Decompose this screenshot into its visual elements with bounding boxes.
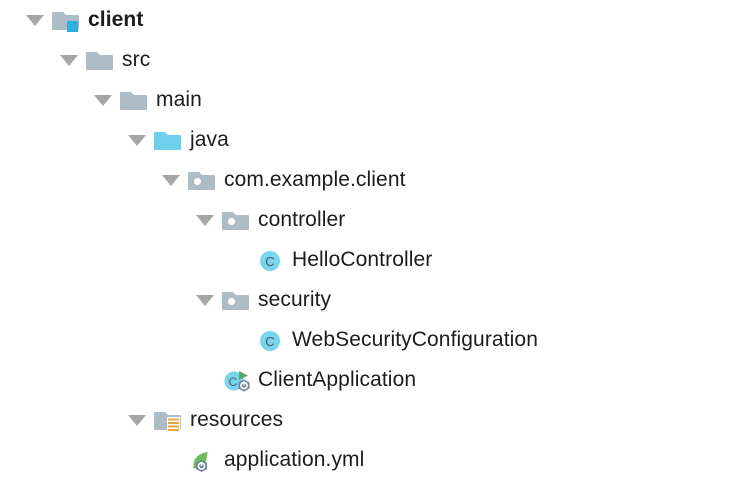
tree-node-label: resources <box>190 408 284 431</box>
tree-node-label: client <box>88 8 144 31</box>
tree-node-label: controller <box>258 208 346 231</box>
tree-node-java[interactable]: java <box>126 120 229 160</box>
spring-config-file-icon <box>188 447 218 473</box>
chevron-down-icon[interactable] <box>58 49 80 71</box>
module-folder-icon <box>52 7 82 33</box>
tree-node-com-example-client[interactable]: com.example.client <box>160 160 406 200</box>
source-folder-icon <box>154 127 184 153</box>
tree-node-resources[interactable]: resources <box>126 400 283 440</box>
tree-node-main[interactable]: main <box>92 80 202 120</box>
tree-node-label: ClientApplication <box>258 368 417 391</box>
tree-node-label: HelloController <box>292 248 433 271</box>
svg-text:C: C <box>265 334 274 349</box>
svg-text:C: C <box>265 254 274 269</box>
tree-node-src[interactable]: src <box>58 40 150 80</box>
chevron-placeholder <box>228 249 250 271</box>
tree-node-client[interactable]: client <box>24 0 143 40</box>
package-icon <box>222 207 252 233</box>
chevron-down-icon[interactable] <box>160 169 182 191</box>
package-icon <box>222 287 252 313</box>
tree-node-label: java <box>190 128 229 151</box>
chevron-down-icon[interactable] <box>92 89 114 111</box>
tree-node-application-yml[interactable]: application.yml <box>160 440 364 480</box>
tree-node-label: application.yml <box>224 448 365 471</box>
tree-node-label: com.example.client <box>224 168 406 191</box>
tree-node-label: WebSecurityConfiguration <box>292 328 538 351</box>
java-class-icon: C <box>256 247 286 273</box>
tree-node-controller[interactable]: controller <box>194 200 345 240</box>
tree-node-label: main <box>156 88 202 111</box>
tree-node-label: security <box>258 288 332 311</box>
resources-folder-icon <box>154 407 184 433</box>
svg-text:C: C <box>229 375 238 389</box>
folder-icon <box>120 87 150 113</box>
tree-node-label: src <box>122 48 151 71</box>
chevron-down-icon[interactable] <box>24 9 46 31</box>
chevron-down-icon[interactable] <box>194 289 216 311</box>
chevron-placeholder <box>228 329 250 351</box>
chevron-placeholder <box>194 369 216 391</box>
java-class-icon: C <box>256 327 286 353</box>
tree-node-security[interactable]: security <box>194 280 331 320</box>
tree-node-web-security-configuration[interactable]: C WebSecurityConfiguration <box>228 320 538 360</box>
package-icon <box>188 167 218 193</box>
chevron-down-icon[interactable] <box>126 129 148 151</box>
chevron-down-icon[interactable] <box>126 409 148 431</box>
spring-boot-application-icon: C <box>222 367 252 393</box>
tree-node-client-application[interactable]: C ClientApplication <box>194 360 416 400</box>
chevron-down-icon[interactable] <box>194 209 216 231</box>
tree-node-hello-controller[interactable]: C HelloController <box>228 240 432 280</box>
chevron-placeholder <box>160 449 182 471</box>
folder-icon <box>86 47 116 73</box>
